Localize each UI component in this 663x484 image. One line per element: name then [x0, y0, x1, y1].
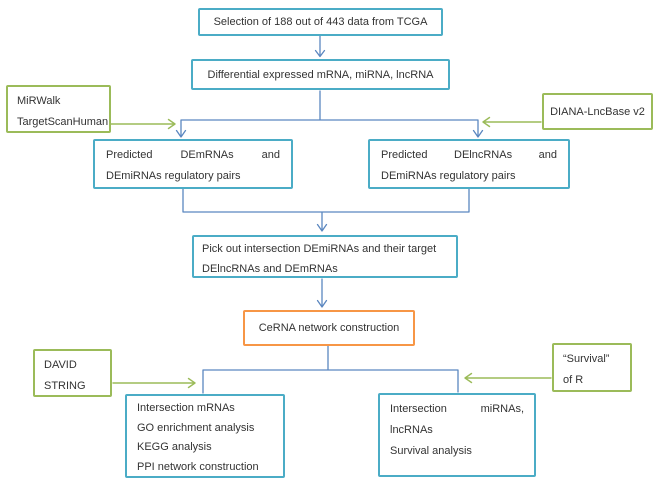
- cerna-network-label: CeRNA network construction: [258, 322, 400, 334]
- predicted-demrnas-line1: Predicted DEmRNAs and: [106, 144, 280, 166]
- string-label: STRING: [44, 380, 86, 392]
- arrow-diana-to-junction: [482, 116, 542, 128]
- predicted-delncrnas-line1: Predicted DElncRNAs and: [381, 144, 557, 166]
- node-pick-intersection: Pick out intersection DEmiRNAs and their…: [192, 235, 458, 278]
- arrow-mirwalk-to-junction: [110, 118, 176, 130]
- mirna-analysis-line3: Survival analysis: [390, 445, 472, 457]
- pick-intersection-line2: DElncRNAs and DEmRNAs: [202, 263, 338, 275]
- predicted-demrnas-word2: DEmRNAs: [180, 149, 234, 161]
- mirna-analysis-word2: miRNAs,: [480, 403, 524, 415]
- node-mirwalk-targetscan: MiRWalk TargetScanHuman: [6, 85, 111, 133]
- arrow-david-to-junction: [112, 377, 196, 389]
- predicted-delncrnas-word2: DElncRNAs: [454, 149, 513, 161]
- targetscan-label: TargetScanHuman: [17, 116, 109, 128]
- node-survival-of-r: “Survival” of R: [552, 343, 632, 392]
- node-predicted-demrnas: Predicted DEmRNAs and DEmiRNAs regulator…: [93, 139, 293, 189]
- mirna-analysis-line1: Intersection miRNAs,: [390, 399, 524, 420]
- arrow-selection-to-differential: [314, 35, 326, 58]
- of-r-label: of R: [563, 374, 584, 386]
- mrna-analysis-line2: GO enrichment analysis: [137, 421, 255, 434]
- node-differential-expressed: Differential expressed mRNA, miRNA, lncR…: [191, 59, 450, 90]
- node-cerna-network: CeRNA network construction: [243, 310, 415, 346]
- predicted-delncrnas-line2: DEmiRNAs regulatory pairs: [381, 170, 516, 182]
- mirna-analysis-line2: lncRNAs: [390, 424, 433, 436]
- pick-intersection-line1: Pick out intersection DEmiRNAs and their…: [202, 243, 437, 255]
- arrow-survival-to-junction: [464, 372, 552, 384]
- node-selection-tcga: Selection of 188 out of 443 data from TC…: [198, 8, 443, 36]
- predicted-demrnas-word1: Predicted: [106, 149, 153, 161]
- mrna-analysis-line1: Intersection mRNAs: [137, 402, 235, 414]
- node-selection-tcga-label: Selection of 188 out of 443 data from TC…: [213, 16, 428, 28]
- connector-cerna-to-analysis: [202, 345, 459, 394]
- mirwalk-label: MiRWalk: [17, 95, 61, 107]
- node-predicted-delncrnas: Predicted DElncRNAs and DEmiRNAs regulat…: [368, 139, 570, 189]
- predicted-demrnas-word3: and: [261, 149, 280, 161]
- predicted-demrnas-line2: DEmiRNAs regulatory pairs: [106, 170, 241, 182]
- connector-differential-to-predicted: [175, 90, 484, 138]
- predicted-delncrnas-word1: Predicted: [381, 149, 428, 161]
- mirna-analysis-word1: Intersection: [390, 403, 447, 415]
- node-mrna-analysis: Intersection mRNAs GO enrichment analysi…: [125, 394, 285, 478]
- david-label: DAVID: [44, 359, 77, 371]
- mrna-analysis-line3: KEGG analysis: [137, 441, 212, 453]
- node-differential-expressed-label: Differential expressed mRNA, miRNA, lncR…: [207, 68, 434, 81]
- node-diana-lncbase: DIANA-LncBase v2: [542, 93, 653, 130]
- predicted-delncrnas-word3: and: [538, 149, 557, 161]
- node-mirna-analysis: Intersection miRNAs, lncRNAs Survival an…: [378, 393, 536, 477]
- node-david-string: DAVID STRING: [33, 349, 112, 397]
- diana-lncbase-label: DIANA-LncBase v2: [550, 105, 645, 118]
- arrow-pick-to-cerna: [316, 278, 328, 308]
- connector-predicted-to-pick: [182, 188, 470, 232]
- mrna-analysis-line4: PPI network construction: [137, 460, 259, 473]
- survival-label: “Survival”: [563, 353, 610, 365]
